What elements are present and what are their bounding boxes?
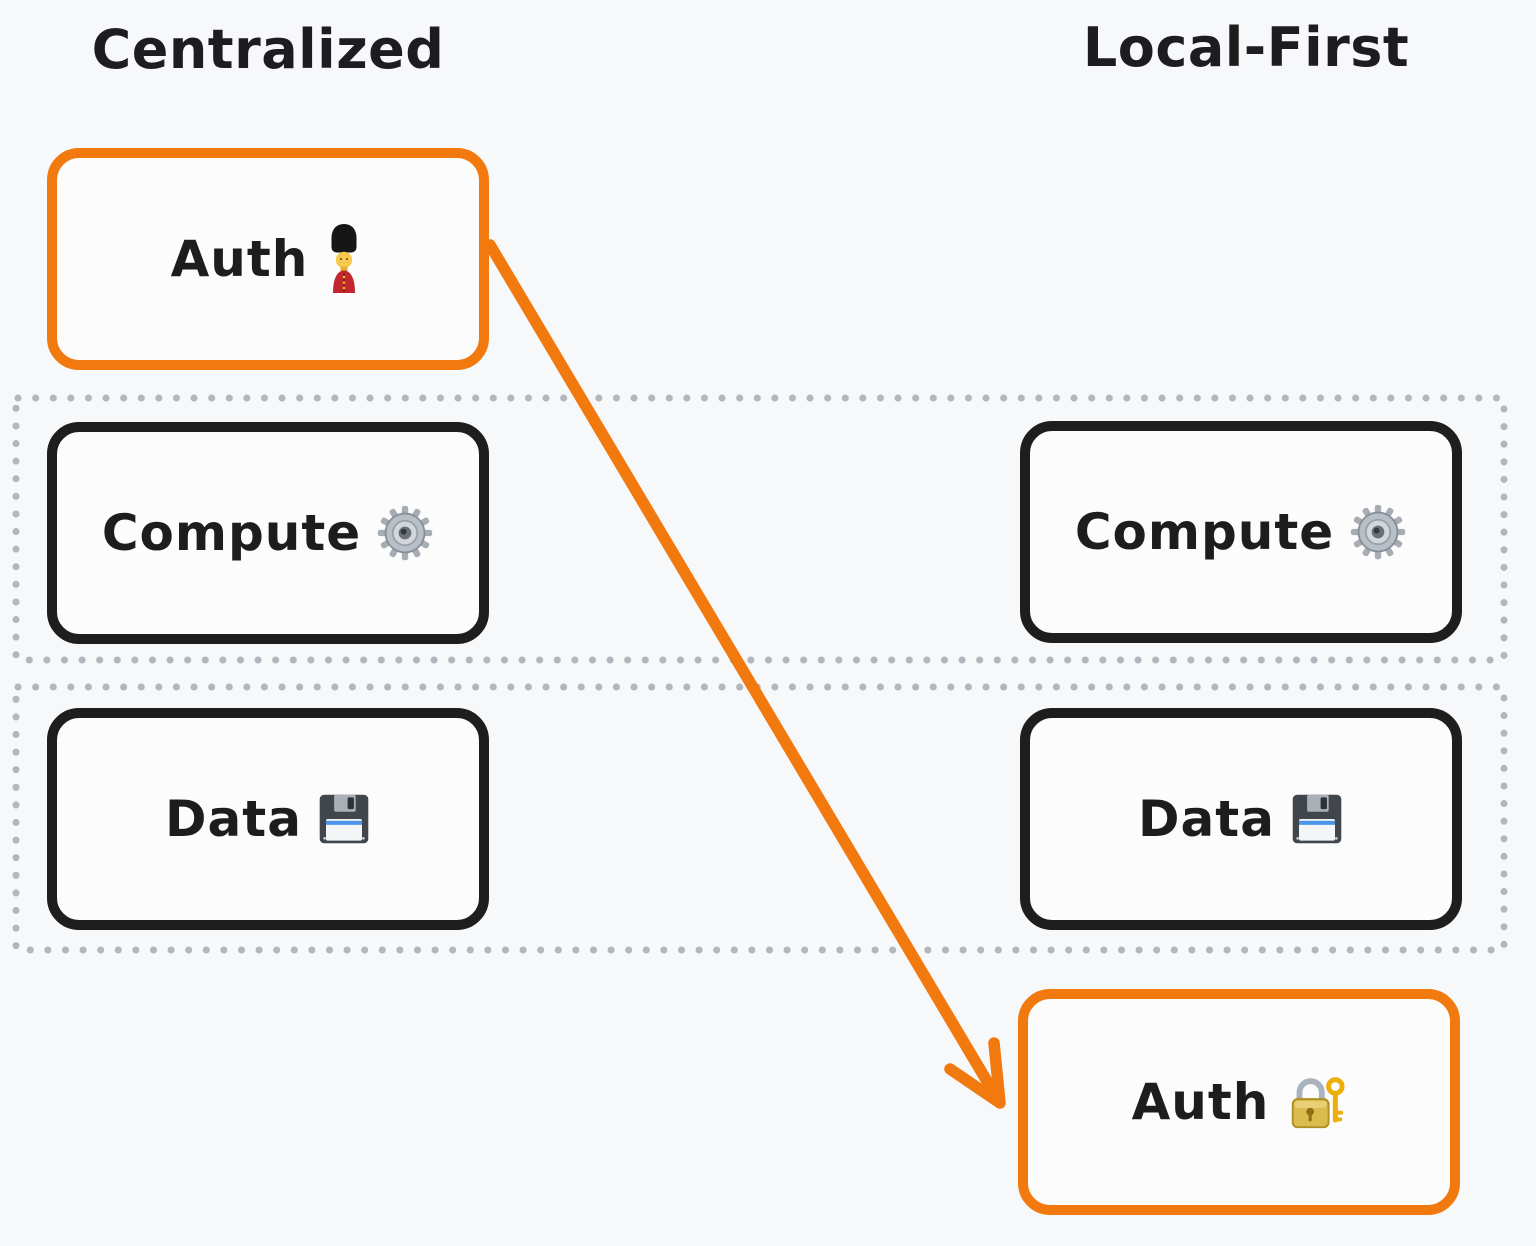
box-label: Auth: [1131, 1073, 1270, 1131]
arrowhead-icon: [944, 1037, 1006, 1109]
box-data-centralized: Data: [47, 708, 489, 930]
box-compute-centralized: Compute: [47, 422, 489, 644]
box-auth-centralized: Auth: [47, 148, 489, 370]
column-title-centralized: Centralized: [91, 18, 445, 81]
box-auth-local: Auth: [1018, 989, 1460, 1215]
data-tier-dotted-region: [12, 683, 1508, 954]
gear-icon: [376, 504, 434, 562]
box-label: Compute: [101, 504, 362, 562]
lock-with-key-icon: [1284, 1073, 1346, 1131]
compute-tier-dotted-region: [12, 394, 1508, 664]
column-title-local-first: Local-First: [1082, 16, 1410, 79]
gear-icon: [1349, 503, 1407, 561]
floppy-disk-icon: [1290, 792, 1344, 846]
box-label: Auth: [170, 230, 309, 288]
box-label: Data: [165, 790, 302, 848]
floppy-disk-icon: [317, 792, 371, 846]
box-label: Compute: [1074, 503, 1335, 561]
box-label: Data: [1138, 790, 1275, 848]
box-data-local: Data: [1020, 708, 1462, 930]
guard-icon: [323, 223, 365, 295]
box-compute-local: Compute: [1020, 421, 1462, 643]
auth-migration-arrow: [484, 239, 1006, 1109]
